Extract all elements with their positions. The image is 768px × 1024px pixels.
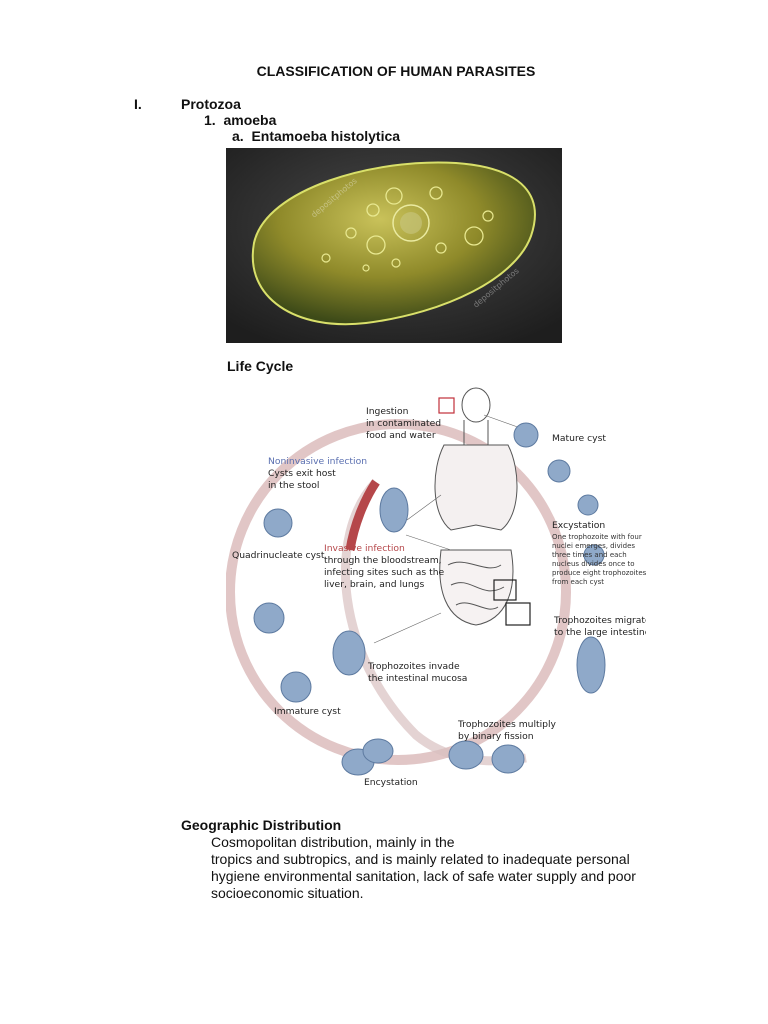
cycle-cell <box>547 459 571 483</box>
geo-line: socioeconomic situation. <box>211 885 364 901</box>
invasive-title: Invasive infection <box>324 543 405 554</box>
cycle-cell <box>513 422 539 448</box>
cycle-cell <box>577 494 599 516</box>
cycle-cell <box>332 630 366 676</box>
entamoeba-photo: depositphotos depositphotos <box>226 148 562 343</box>
cycle-cell <box>263 508 293 538</box>
cycle-cell <box>253 602 285 634</box>
encystation-label: Encystation <box>364 777 418 788</box>
document-title: CLASSIFICATION OF HUMAN PARASITES <box>256 63 536 79</box>
geo-heading: Geographic Distribution <box>181 817 342 833</box>
noninvasive-body: Cysts exit host in the stool <box>268 468 339 491</box>
human-body-figure <box>434 387 531 626</box>
amoeba-cells <box>253 422 606 776</box>
entamoeba-illustration: depositphotos depositphotos <box>226 148 562 343</box>
geo-line: Cosmopolitan distribution, mainly in the <box>211 834 455 850</box>
life-cycle-heading: Life Cycle <box>227 358 294 374</box>
noninvasive-title: Noninvasive infection <box>268 456 367 467</box>
migrate-label: Trophozoites migrate to the large intest… <box>553 615 646 638</box>
geo-line: hygiene environmental sanitation, lack o… <box>211 868 636 884</box>
invade-label: Trophozoites invade the intestinal mucos… <box>367 661 467 684</box>
cycle-cell <box>576 636 606 694</box>
multiply-label: Trophozoites multiply by binary fission <box>457 719 559 742</box>
cycle-ring <box>225 419 571 765</box>
mature-cyst-label: Mature cyst <box>552 433 606 444</box>
cycle-cell <box>491 744 525 774</box>
geo-line: tropics and subtropics, and is mainly re… <box>211 851 630 867</box>
quadrinucleate-label: Quadrinucleate cyst <box>232 550 325 561</box>
cycle-cell <box>448 740 484 770</box>
cycle-cell <box>379 487 409 533</box>
cycle-cell <box>583 544 605 566</box>
item-heading: a. Entamoeba histolytica <box>232 128 401 144</box>
immature-cyst-label: Immature cyst <box>274 706 341 717</box>
cycle-cell <box>362 738 394 764</box>
excystation-body: One trophozoite with four nuclei emerges… <box>552 533 646 586</box>
section-name: Protozoa <box>181 96 241 112</box>
cycle-cell <box>280 671 312 703</box>
invasive-arrow <box>345 479 380 551</box>
ingestion-label: Ingestion in contaminated food and water <box>366 406 444 441</box>
invasive-body: through the bloodstream, infecting sites… <box>324 555 447 590</box>
geo-paragraph: Cosmopolitan distribution, mainly in the… <box>211 834 671 902</box>
subsection-heading: 1. amoeba <box>204 112 277 128</box>
excystation-title: Excystation <box>552 520 605 531</box>
section-numeral: I. <box>134 96 142 112</box>
life-cycle-diagram: Ingestion in contaminated food and water… <box>225 375 651 795</box>
